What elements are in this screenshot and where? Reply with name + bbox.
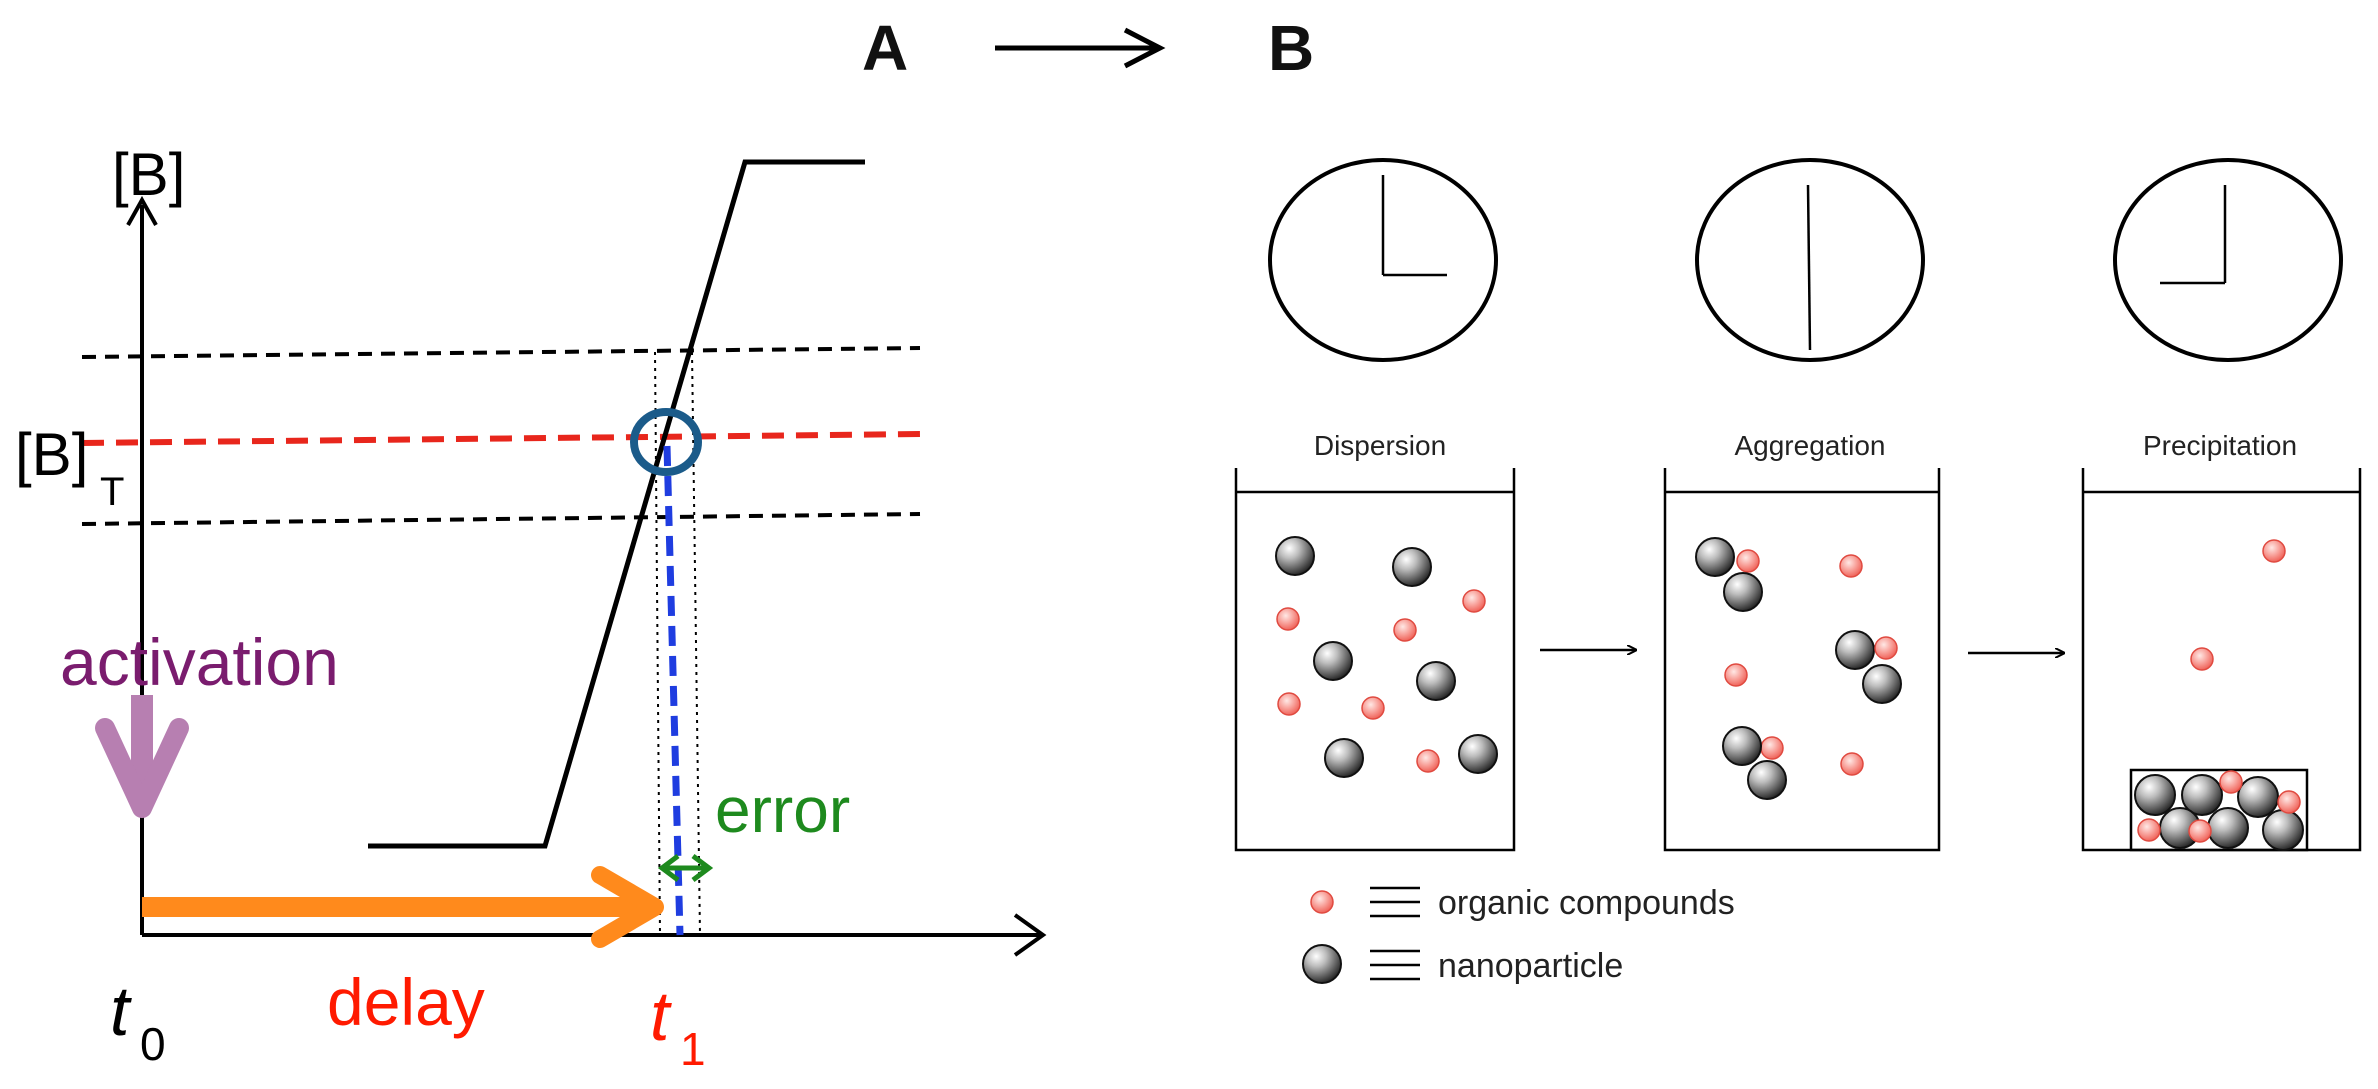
panel-b-title: B bbox=[1268, 12, 1314, 84]
organic-compound bbox=[1277, 692, 1301, 716]
organic-compound bbox=[1416, 749, 1440, 773]
nanoparticle bbox=[1275, 536, 1315, 576]
t0-label-sub: 0 bbox=[140, 1018, 166, 1070]
nanoparticle-icon bbox=[1302, 944, 1342, 984]
equivalence-icon bbox=[1370, 886, 1420, 918]
nanoparticle bbox=[1722, 726, 1762, 766]
equivalence-icon bbox=[1370, 949, 1420, 981]
organic-compound bbox=[2137, 818, 2161, 842]
error-arrow bbox=[657, 854, 714, 882]
threshold-line bbox=[81, 431, 926, 446]
beaker-aggregation bbox=[1663, 468, 1941, 852]
organic-compound bbox=[2262, 539, 2286, 563]
nanoparticle bbox=[1862, 664, 1902, 704]
organic-compound bbox=[1462, 589, 1486, 613]
organic-compound bbox=[1736, 549, 1760, 573]
t1-label-main: t bbox=[650, 977, 672, 1055]
organic-compound bbox=[1839, 554, 1863, 578]
organic-compound bbox=[2190, 647, 2214, 671]
t0-label: t 0 bbox=[110, 972, 166, 1070]
activation-label: activation bbox=[60, 625, 339, 699]
threshold-crossing-circle bbox=[630, 408, 702, 476]
t0-label-main: t bbox=[110, 972, 132, 1050]
sediment-box bbox=[2129, 768, 2309, 852]
legend-item-nanoparticle: nanoparticle bbox=[1302, 944, 1623, 985]
nanoparticle bbox=[2262, 809, 2304, 851]
organic-compound bbox=[1760, 736, 1784, 760]
nanoparticle bbox=[2237, 776, 2279, 818]
error-bound-left bbox=[654, 351, 661, 936]
nanoparticle bbox=[2181, 774, 2223, 816]
y-axis bbox=[126, 195, 158, 935]
panel-a-timing-diagram: [B] [B] T error activation bbox=[15, 141, 1047, 1075]
organic-compound bbox=[1840, 752, 1864, 776]
t1-label-sub: 1 bbox=[680, 1023, 706, 1075]
delay-label: delay bbox=[327, 965, 485, 1039]
organic-compound-icon bbox=[1310, 890, 1334, 914]
legend-item-organic: organic compounds bbox=[1310, 884, 1735, 922]
organic-compound bbox=[1874, 636, 1898, 660]
clock-icon bbox=[2113, 158, 2343, 362]
beaker-precipitation bbox=[2081, 468, 2362, 852]
x-axis bbox=[142, 913, 1047, 957]
panel-b-process-diagram: Dispersion Aggregation Precipitation bbox=[1234, 158, 2362, 985]
t1-label: t 1 bbox=[650, 977, 706, 1075]
t1-marker-line bbox=[663, 445, 684, 936]
nanoparticle bbox=[1747, 760, 1787, 800]
nanoparticle bbox=[1458, 734, 1498, 774]
legend-label-organic: organic compounds bbox=[1438, 884, 1735, 922]
particles-layer bbox=[1275, 536, 2304, 851]
error-label: error bbox=[715, 774, 850, 846]
activation-arrow bbox=[95, 695, 189, 818]
stage-label-precipitation: Precipitation bbox=[2143, 430, 2297, 461]
beaker-dispersion bbox=[1234, 468, 1516, 852]
organic-compound bbox=[1361, 696, 1385, 720]
response-curve bbox=[368, 159, 865, 849]
nanoparticle bbox=[1416, 661, 1456, 701]
nanoparticle bbox=[1324, 738, 1364, 778]
threshold-label-sub: T bbox=[100, 470, 124, 514]
legend: organic compounds nanoparticle bbox=[1302, 884, 1735, 985]
clock-icon bbox=[1268, 158, 1498, 362]
threshold-label: [B] T bbox=[15, 421, 124, 514]
organic-compound bbox=[1393, 618, 1417, 642]
organic-compound bbox=[1276, 607, 1300, 631]
lower-bound-line bbox=[81, 512, 921, 526]
clock-icon bbox=[1695, 158, 1925, 362]
organic-compound bbox=[2188, 819, 2212, 843]
legend-label-nanoparticle: nanoparticle bbox=[1438, 947, 1623, 985]
nanoparticle bbox=[2207, 807, 2249, 849]
nanoparticle bbox=[2134, 774, 2176, 816]
stage-label-dispersion: Dispersion bbox=[1314, 430, 1446, 461]
y-axis-label: [B] bbox=[112, 141, 185, 208]
nanoparticle bbox=[1723, 572, 1763, 612]
organic-compound bbox=[2219, 770, 2243, 794]
nanoparticle bbox=[1695, 537, 1735, 577]
a-to-b-arrow bbox=[995, 27, 1166, 69]
stage-label-aggregation: Aggregation bbox=[1734, 430, 1885, 461]
upper-bound-line bbox=[81, 346, 921, 359]
nanoparticle bbox=[1313, 641, 1353, 681]
nanoparticle bbox=[1835, 630, 1875, 670]
threshold-label-main: [B] bbox=[15, 421, 88, 488]
panel-a-title: A bbox=[862, 12, 908, 84]
delay-arrow bbox=[142, 866, 664, 948]
nanoparticle bbox=[1392, 547, 1432, 587]
organic-compound bbox=[2277, 790, 2301, 814]
organic-compound bbox=[1724, 663, 1748, 687]
